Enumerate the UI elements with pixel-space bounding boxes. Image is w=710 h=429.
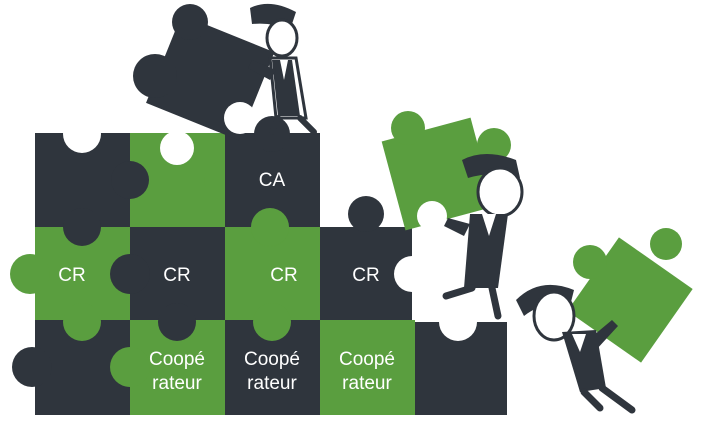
puzzle-piece-r2c4: [320, 196, 430, 320]
puzzle-piece-lifted: [133, 4, 275, 141]
label-cr-1: CR: [58, 265, 85, 286]
puzzle-piece-r2c2: [110, 227, 225, 341]
puzzle-piece-r1c2: [111, 131, 242, 227]
label-ca: CA: [259, 170, 286, 191]
label-coop-3-line2: rateur: [342, 373, 392, 394]
label-coop-2-line2: rateur: [247, 373, 297, 394]
figure-businessman-top: [248, 3, 317, 135]
puzzle-piece-r3c5: [415, 303, 507, 415]
figure-businessman-right: [516, 284, 636, 414]
label-cr-3: CR: [270, 265, 297, 286]
label-coop-1-line2: rateur: [152, 373, 202, 394]
label-cr-2: CR: [163, 265, 190, 286]
label-coop-3-line1: Coopé: [339, 349, 395, 370]
puzzle-piece-floating: [381, 111, 511, 231]
label-cr-4: CR: [352, 265, 379, 286]
label-coop-2-line1: Coopé: [244, 349, 300, 370]
label-coop-1-line1: Coopé: [149, 349, 205, 370]
figure-businessman-middle: [442, 154, 524, 320]
